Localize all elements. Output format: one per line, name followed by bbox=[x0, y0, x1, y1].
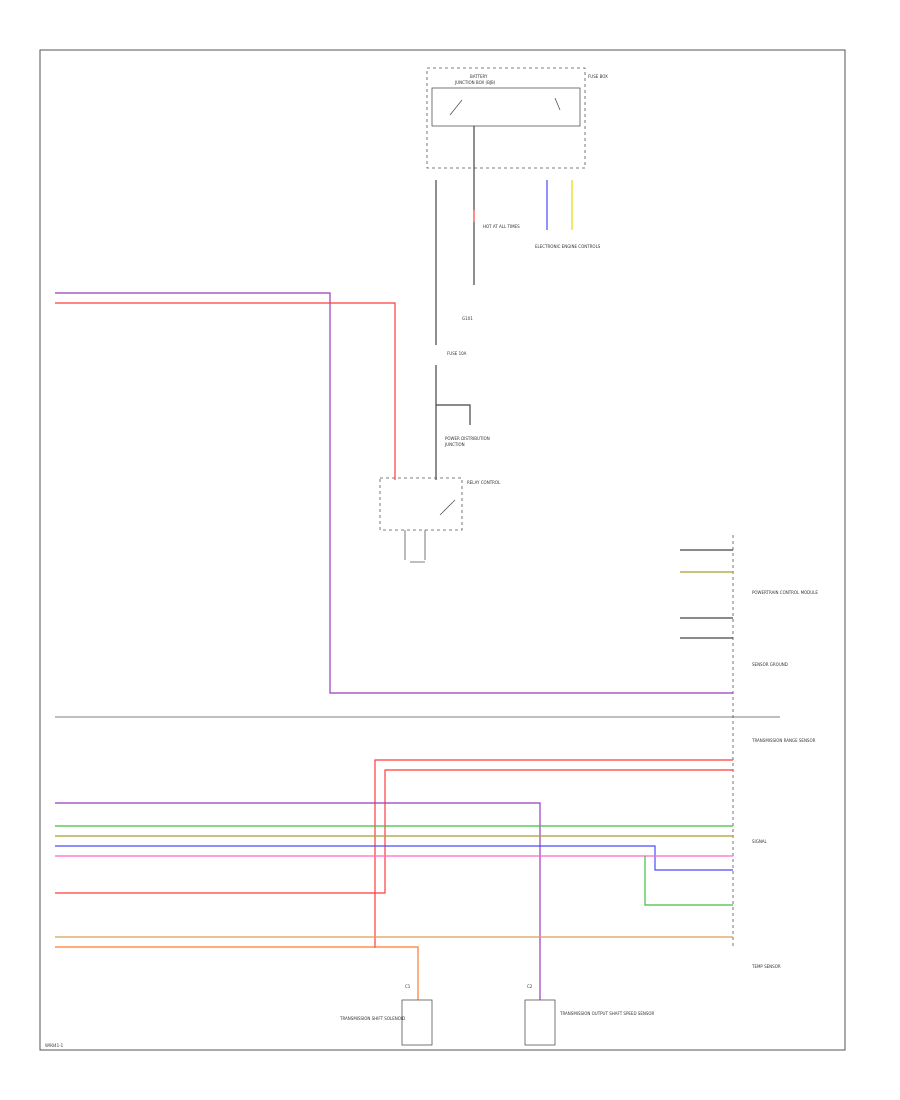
relay-ground bbox=[404, 530, 426, 563]
wire-green-drop bbox=[644, 856, 733, 906]
relay-contact bbox=[439, 499, 456, 516]
left-connector-label: C1 bbox=[405, 984, 411, 989]
right-component-body bbox=[524, 999, 556, 1046]
wire-violet-main bbox=[55, 292, 733, 694]
fused-supply-label: HOT AT ALL TIMES bbox=[483, 224, 520, 229]
right-connector-label: C2 bbox=[527, 984, 533, 989]
wire-red-main bbox=[55, 302, 396, 480]
wire-violet-lower bbox=[55, 802, 541, 1000]
ground-label: G101 bbox=[462, 316, 473, 321]
wire-blue bbox=[55, 845, 733, 871]
fuse-label: FUSE 10A bbox=[447, 351, 467, 356]
module-label: POWER DISTRIBUTION bbox=[445, 436, 490, 441]
module-section-0: SENSOR GROUND bbox=[752, 662, 788, 667]
fuse-block-title: BATTERY bbox=[470, 74, 488, 79]
wire-relay-branch bbox=[436, 404, 471, 425]
left-component-body bbox=[401, 999, 433, 1046]
wire-red-pair-a bbox=[374, 759, 733, 948]
wire-red-pair-b bbox=[55, 769, 733, 894]
page-ref: W9041-1 bbox=[45, 1043, 64, 1048]
right-component-label: TRANSMISSION OUTPUT SHAFT SPEED SENSOR bbox=[559, 1011, 655, 1016]
relay-box bbox=[379, 477, 463, 531]
fuse-contact-right bbox=[554, 97, 561, 111]
module-section-2: SIGNAL bbox=[752, 839, 768, 844]
relay-label: RELAY CONTROL bbox=[467, 480, 501, 485]
wire-orange bbox=[55, 946, 419, 1000]
fuse-box-tag: FUSE BOX bbox=[588, 74, 608, 79]
module-title: POWERTRAIN CONTROL MODULE bbox=[752, 590, 818, 595]
left-component-label: TRANSMISSION SHIFT SOLENOID bbox=[339, 1016, 405, 1021]
fuse-box-outline bbox=[426, 67, 586, 169]
fuse-box-inner bbox=[431, 87, 581, 127]
fuse-block-subtitle: JUNCTION BOX (BJB) bbox=[454, 80, 496, 85]
supply-ref-label: ELECTRONIC ENGINE CONTROLS bbox=[535, 244, 601, 249]
module-section-1: TRANSMISSION RANGE SENSOR bbox=[751, 738, 816, 743]
fuse-switch-contact bbox=[449, 99, 463, 116]
junction-label: JUNCTION bbox=[444, 442, 465, 447]
module-section-3: TEMP SENSOR bbox=[751, 964, 781, 969]
diagram-frame bbox=[39, 49, 846, 1051]
